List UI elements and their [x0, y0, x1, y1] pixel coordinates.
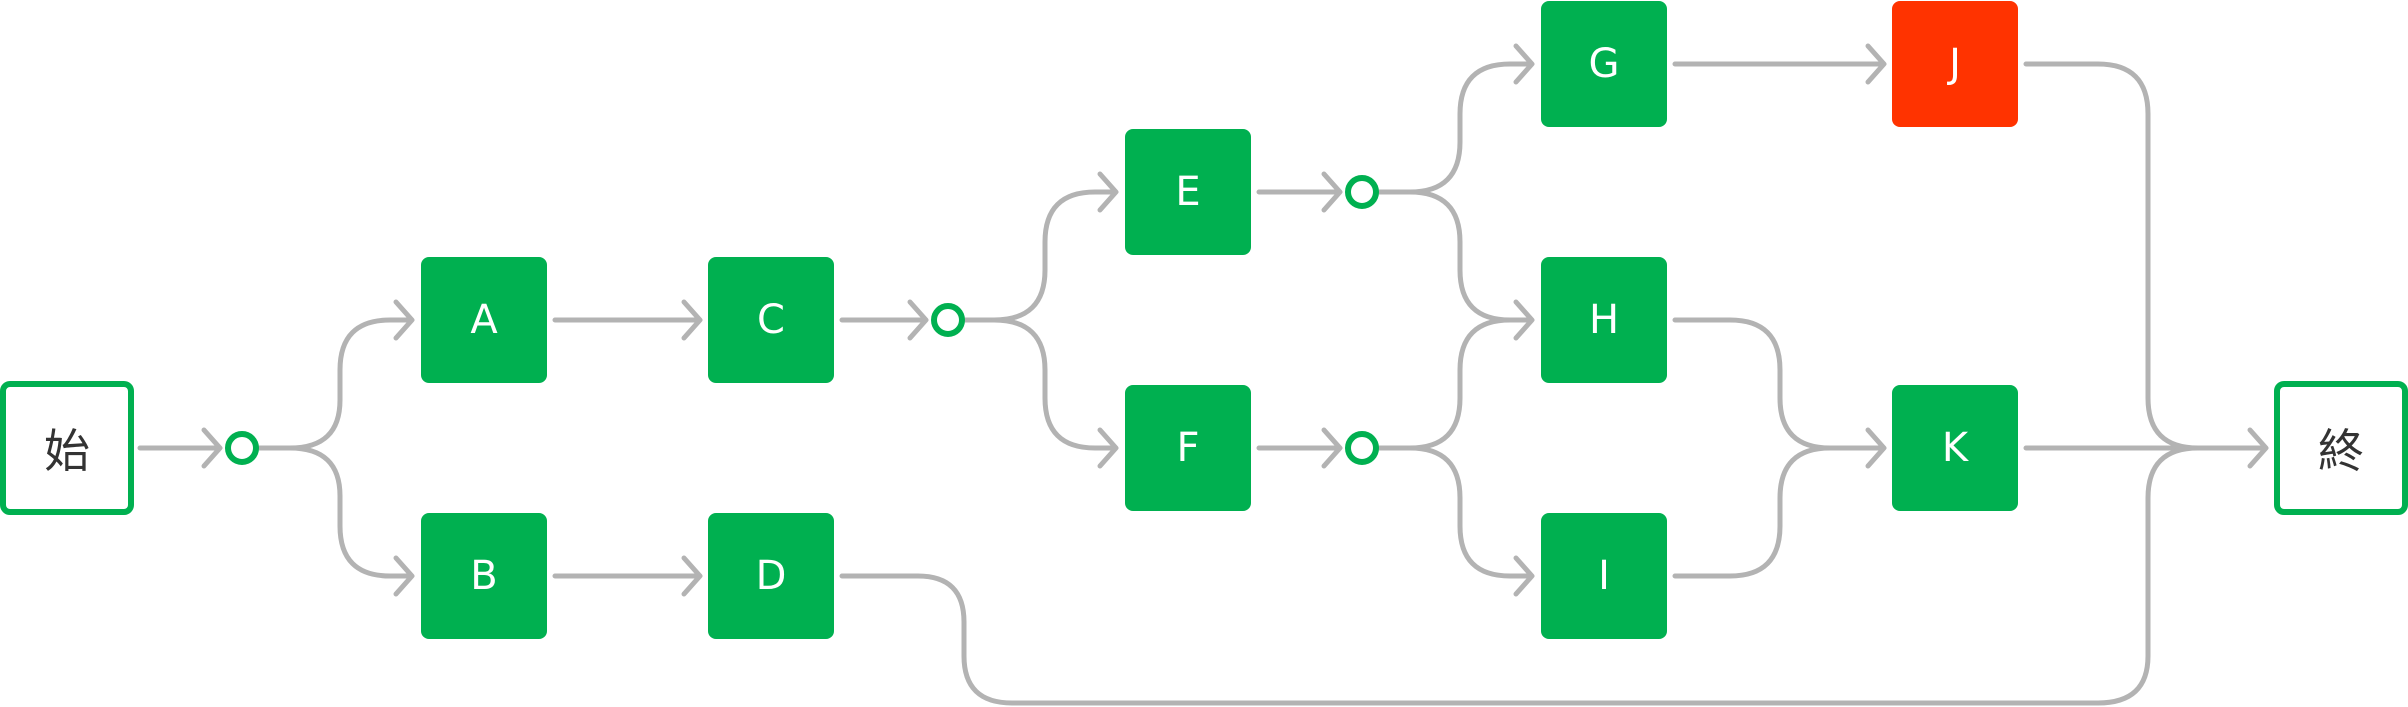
edge-D-end [839, 445, 2201, 706]
edge-I-K [1672, 445, 1833, 579]
edge-start-j1 [137, 427, 223, 469]
edge-j2-E [961, 171, 1119, 323]
edge-j3-H [1407, 189, 1535, 341]
node-D[interactable]: D [708, 513, 834, 639]
edge-j4-H [1375, 317, 1513, 451]
edge-G-J [1672, 43, 1887, 85]
edge-j2-F [991, 317, 1119, 469]
junction-3 [1345, 175, 1379, 209]
edge-C-j2 [839, 299, 929, 341]
edge-j1-A [255, 299, 415, 451]
node-H[interactable]: H [1541, 257, 1667, 383]
edge-j3-G [1375, 43, 1535, 195]
edge-F-j4 [1256, 427, 1343, 469]
node-A[interactable]: A [421, 257, 547, 383]
edge-A-C [552, 299, 703, 341]
node-K[interactable]: K [1892, 385, 2018, 511]
node-F[interactable]: F [1125, 385, 1251, 511]
edge-J-end [2023, 61, 2269, 469]
edge-j1-B [287, 445, 415, 597]
node-G[interactable]: G [1541, 1, 1667, 127]
end-node[interactable]: 終 [2274, 381, 2408, 515]
node-C[interactable]: C [708, 257, 834, 383]
junction-1 [225, 431, 259, 465]
junction-2 [931, 303, 965, 337]
node-I[interactable]: I [1541, 513, 1667, 639]
edge-E-j3 [1256, 171, 1343, 213]
junction-4 [1345, 431, 1379, 465]
node-J[interactable]: J [1892, 1, 2018, 127]
node-E[interactable]: E [1125, 129, 1251, 255]
edge-H-K [1672, 317, 1887, 469]
start-node[interactable]: 始 [0, 381, 134, 515]
edge-j4-I [1407, 445, 1535, 597]
edge-B-D [552, 555, 703, 597]
node-B[interactable]: B [421, 513, 547, 639]
